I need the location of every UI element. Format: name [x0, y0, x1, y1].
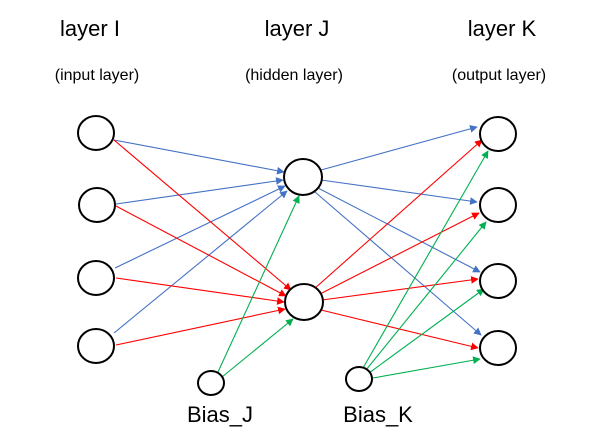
layer-k-title: layer K — [468, 16, 537, 41]
edge-biask-k2 — [365, 221, 487, 371]
bias-j-node — [197, 370, 225, 396]
edge-j2-k3 — [321, 276, 479, 301]
layer-i-title: layer I — [60, 16, 120, 41]
edge-j2-k1 — [313, 139, 483, 290]
bias-k-label: Bias_K — [343, 402, 413, 427]
input-node-4 — [77, 328, 115, 364]
edge-j1-k2 — [320, 179, 478, 205]
edge-i2-j2 — [115, 205, 287, 297]
layer-k-subtitle: (output layer) — [452, 67, 546, 84]
edge-j1-k4 — [314, 191, 482, 336]
edge-i3-j1 — [114, 185, 286, 269]
hidden-node-2 — [284, 283, 324, 321]
edge-biask-k4 — [372, 356, 481, 379]
hidden-node-1 — [283, 158, 323, 196]
bias-j-label: Bias_J — [187, 402, 253, 427]
output-node-2 — [479, 187, 517, 223]
output-layer-nodes — [479, 116, 517, 366]
hidden-layer-nodes — [283, 158, 324, 321]
input-node-1 — [77, 115, 115, 151]
bias-k-node — [345, 366, 373, 392]
input-node-2 — [78, 187, 116, 223]
edges-to-hidden-1 — [113, 139, 288, 334]
edge-biasj-j1 — [217, 195, 300, 373]
edge-i3-j2 — [115, 277, 285, 305]
edge-i1-j1 — [113, 139, 285, 175]
output-node-1 — [479, 116, 517, 152]
edge-i1-j2 — [113, 139, 292, 291]
layer-j-subtitle: (hidden layer) — [245, 67, 343, 84]
edges-from-hidden-2 — [313, 139, 483, 351]
edge-j1-k1 — [320, 125, 478, 171]
edge-biask-k3 — [368, 288, 485, 374]
edges-from-bias-k — [362, 150, 489, 379]
edge-biask-k1 — [362, 150, 489, 369]
edges-from-hidden-1 — [314, 125, 482, 336]
output-node-4 — [479, 330, 517, 366]
edge-i4-j2 — [115, 306, 286, 346]
edges-to-hidden-2 — [113, 139, 292, 346]
edges-from-bias-j — [217, 195, 300, 378]
input-layer-nodes — [77, 115, 116, 364]
input-node-3 — [77, 260, 115, 296]
layer-j-title: layer J — [265, 16, 330, 41]
edge-biasj-j2 — [221, 318, 294, 378]
layer-i-subtitle: (input layer) — [55, 67, 139, 84]
edge-i4-j1 — [113, 190, 288, 334]
edge-j2-k2 — [319, 212, 480, 295]
edge-i2-j1 — [115, 177, 284, 205]
output-node-3 — [479, 263, 517, 299]
edge-j1-k3 — [317, 187, 481, 273]
